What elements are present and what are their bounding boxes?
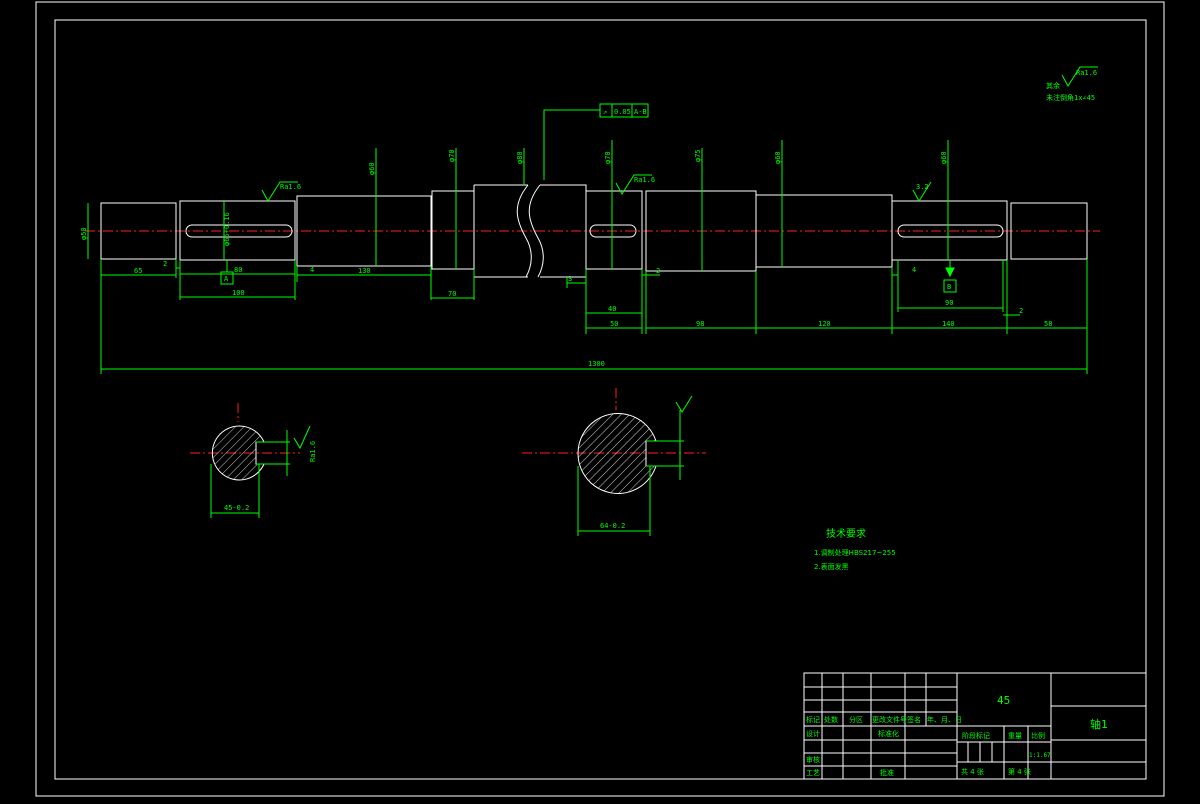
extension-lines bbox=[100, 259, 1088, 374]
tb-standard: 标准化 bbox=[878, 729, 899, 738]
tb-total-sheets: 共 4 张 bbox=[961, 767, 984, 776]
tolerance-datum-ref: A-B bbox=[634, 108, 647, 116]
keyway-left bbox=[185, 224, 293, 238]
tech-req-item-2: 2.表面发黑 bbox=[814, 562, 849, 571]
section-2-width: 64-0.2 bbox=[600, 522, 625, 530]
corner-note-chamfer: 未注倒角1x∠45 bbox=[1046, 93, 1095, 102]
datum-b-box bbox=[943, 279, 957, 293]
dim-3: 3 bbox=[568, 275, 572, 283]
tb-doc-no: 更改文件号 bbox=[872, 715, 907, 724]
tb-stage-mark: 阶段标记 bbox=[962, 731, 990, 740]
tech-req-item-1: 1.调制处理HBS217~255 bbox=[814, 548, 896, 557]
keyway-right bbox=[897, 224, 1004, 238]
dim-70: 70 bbox=[448, 290, 456, 298]
corner-note-ra: Ra1.6 bbox=[1076, 69, 1097, 77]
outer-frame bbox=[35, 1, 1165, 797]
title-block bbox=[803, 672, 1147, 780]
dim-90: 90 bbox=[945, 299, 953, 307]
tolerance-value: 0.05 bbox=[614, 108, 631, 116]
tb-material: 45 bbox=[997, 694, 1010, 707]
tb-zone: 分区 bbox=[849, 715, 863, 724]
dim-50: 50 bbox=[610, 320, 618, 328]
dim-2a: 2 bbox=[163, 260, 167, 268]
roughness-symbols bbox=[261, 66, 1098, 202]
dim-diameter-f: φ60 bbox=[774, 151, 782, 164]
tolerance-frame: ↗ 0.05 A-B bbox=[543, 103, 649, 180]
keyway-middle bbox=[589, 224, 637, 238]
dim-key-diameter: φ65+0.16 bbox=[223, 212, 231, 246]
dim-4b: 4 bbox=[912, 266, 916, 274]
tb-mark: 标记 bbox=[806, 715, 820, 724]
shaft-outline bbox=[100, 184, 1088, 278]
dim-80: 80 bbox=[234, 266, 242, 274]
diameter-leaders bbox=[223, 140, 949, 271]
section-1-roughness: Ra1.6 bbox=[309, 441, 317, 462]
roughness-ra16-left: Ra1.6 bbox=[280, 183, 301, 191]
roughness-ra16-middle: Ra1.6 bbox=[634, 176, 655, 184]
dim-98: 98 bbox=[696, 320, 704, 328]
datum-a-label: A bbox=[224, 275, 229, 283]
datum-b-label: B bbox=[947, 283, 951, 291]
section-view-2 bbox=[522, 388, 706, 536]
tb-approve: 批准 bbox=[880, 768, 894, 777]
dim-100: 100 bbox=[232, 289, 245, 297]
tech-req-title: 技术要求 bbox=[826, 527, 866, 540]
tb-qty: 处数 bbox=[824, 715, 838, 724]
dim-diameter-d: φ70 bbox=[604, 151, 612, 164]
dim-diameter-c: φ80 bbox=[516, 151, 524, 164]
tb-weight: 重量 bbox=[1008, 732, 1022, 740]
tolerance-symbol: ↗ bbox=[603, 108, 607, 116]
dim-65: 65 bbox=[134, 267, 142, 275]
dim-diameter-b: φ70 bbox=[448, 149, 456, 162]
roughness-3-2: 3.2 bbox=[916, 183, 929, 191]
tb-scale-value: 1:1.67 bbox=[1029, 752, 1051, 759]
dim-total: 1300 bbox=[588, 360, 605, 368]
dim-58: 58 bbox=[1044, 320, 1052, 328]
tb-part-name: 轴1 bbox=[1090, 717, 1108, 731]
section-1-width: 45-0.2 bbox=[224, 504, 249, 512]
dim-diameter-g: φ60 bbox=[940, 151, 948, 164]
dim-4a: 4 bbox=[310, 266, 314, 274]
dim-140: 140 bbox=[942, 320, 955, 328]
datum-b-triangle bbox=[945, 267, 955, 278]
datum-a-box bbox=[220, 271, 234, 285]
section-view-1 bbox=[190, 403, 311, 518]
dim-2b: 2 bbox=[656, 267, 660, 275]
corner-note-other: 其余 bbox=[1046, 81, 1060, 90]
dim-2c: 2 bbox=[1019, 307, 1023, 315]
dim-130: 130 bbox=[358, 267, 371, 275]
dim-diameter-e: φ75 bbox=[694, 149, 702, 162]
tb-design: 设计 bbox=[806, 729, 820, 738]
tb-scale: 比例 bbox=[1031, 731, 1045, 740]
tb-process: 工艺 bbox=[806, 769, 820, 777]
tb-review: 审核 bbox=[806, 755, 820, 764]
dimension-lines bbox=[101, 267, 1087, 370]
tb-sign: 签名 bbox=[907, 715, 921, 724]
tb-sheet-no: 第 4 张 bbox=[1008, 767, 1031, 776]
dim-left-diameter: φ50 bbox=[80, 227, 88, 240]
dim-120: 120 bbox=[818, 320, 831, 328]
inner-frame bbox=[54, 19, 1147, 780]
tb-date: 年、月、日 bbox=[927, 715, 962, 724]
dim-40: 40 bbox=[608, 305, 616, 313]
dim-diameter-a: φ60 bbox=[368, 162, 376, 175]
